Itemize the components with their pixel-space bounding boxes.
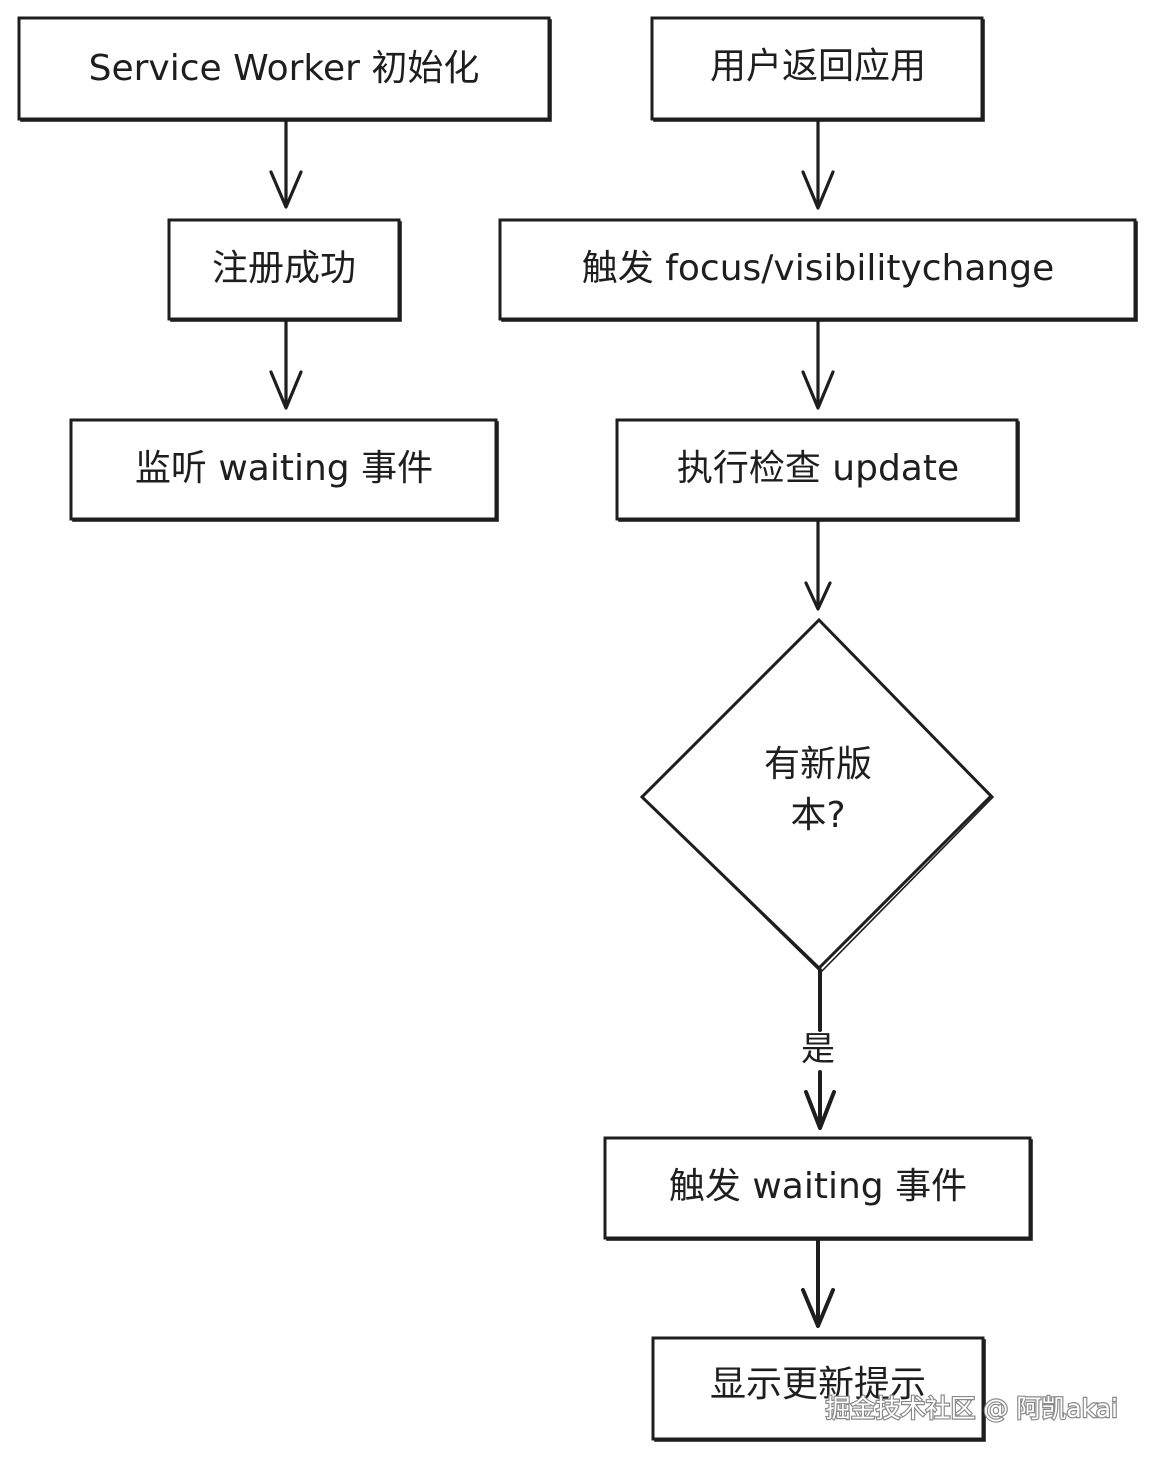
decision-label-line1: 有新版	[764, 744, 872, 785]
node-new-version-decision: 有新版 本?	[639, 617, 995, 974]
node-user-return-label: 用户返回应用	[710, 46, 926, 87]
edge-decision-yes: 是	[801, 968, 836, 1130]
node-show-prompt: 显示更新提示	[651, 1336, 986, 1442]
edge-sw-init-to-register	[269, 119, 303, 209]
node-sw-init: Service Worker 初始化	[17, 16, 552, 122]
node-run-update-label: 执行检查 update	[677, 448, 959, 489]
node-sw-init-label: Service Worker 初始化	[89, 48, 480, 89]
node-run-update: 执行检查 update	[615, 418, 1020, 522]
node-register-success: 注册成功	[167, 218, 402, 322]
node-trigger-waiting: 触发 waiting 事件	[603, 1136, 1033, 1241]
edge-focus-to-update	[801, 319, 835, 410]
node-listen-waiting: 监听 waiting 事件	[69, 418, 499, 522]
edge-update-to-decision	[804, 519, 832, 611]
node-trigger-waiting-label: 触发 waiting 事件	[669, 1166, 967, 1207]
node-listen-waiting-label: 监听 waiting 事件	[135, 448, 433, 489]
edge-user-return-to-focus	[801, 119, 835, 210]
node-user-return: 用户返回应用	[650, 16, 985, 122]
node-trigger-focus: 触发 focus/visibilitychange	[498, 218, 1138, 322]
edge-waiting-to-prompt	[801, 1238, 835, 1328]
edge-yes-label: 是	[801, 1030, 835, 1070]
node-register-success-label: 注册成功	[212, 248, 356, 289]
decision-label-line2: 本?	[790, 795, 845, 836]
node-trigger-focus-label: 触发 focus/visibilitychange	[582, 248, 1054, 289]
node-show-prompt-label: 显示更新提示	[710, 1364, 926, 1405]
edge-register-to-listen	[269, 319, 303, 410]
watermark-text: 掘金技术社区 @ 阿凯akai	[825, 1394, 1118, 1423]
